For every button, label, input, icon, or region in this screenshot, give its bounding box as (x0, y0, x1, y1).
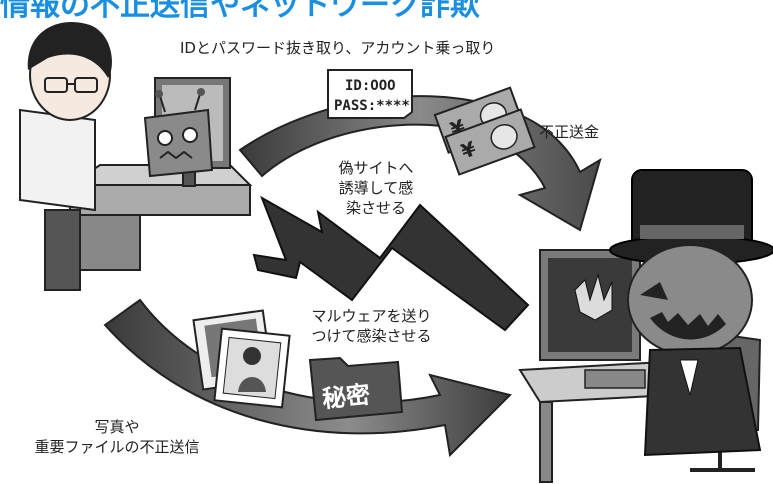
label-photo-line1: 写真や (94, 418, 140, 436)
phishing-bolt-arrow (252, 195, 530, 332)
label-photo: 写真や 重要ファイルの不正送信 (12, 417, 222, 457)
label-phishing-line3: 染させる (345, 199, 406, 217)
card-id-line: ID:OOO (345, 78, 396, 94)
secret-folder: 秘密 (308, 356, 404, 422)
label-phishing-line1: 偽サイトへ (338, 159, 414, 177)
secret-folder-label: 秘密 (321, 380, 372, 414)
label-photo-line2: 重要ファイルの不正送信 (34, 438, 200, 456)
label-malware-line1: マルウェアを送り (311, 307, 432, 325)
card-pass-line: PASS:**** (334, 98, 410, 114)
attacker-character (609, 169, 773, 457)
diagram-title: 情報の不正送信やネットワーク詐欺 (0, 0, 480, 18)
malware-bug (143, 88, 214, 178)
victim-person (19, 22, 113, 212)
label-top-flow: IDとパスワード抜き取り、アカウント乗っ取り (180, 39, 496, 57)
credential-card: ID:OOO PASS:**** (327, 69, 413, 119)
label-unauthorized-remittance: 不正送金 (539, 123, 600, 141)
label-phishing: 偽サイトへ 誘導して感 染させる (330, 158, 422, 218)
label-malware: マルウェアを送り つけて感染させる (304, 306, 439, 346)
stolen-photos (192, 309, 291, 409)
banknotes: ¥ ¥ (433, 86, 536, 176)
label-phishing-line2: 誘導して感 (338, 179, 414, 197)
label-malware-line2: つけて感染させる (311, 327, 432, 345)
